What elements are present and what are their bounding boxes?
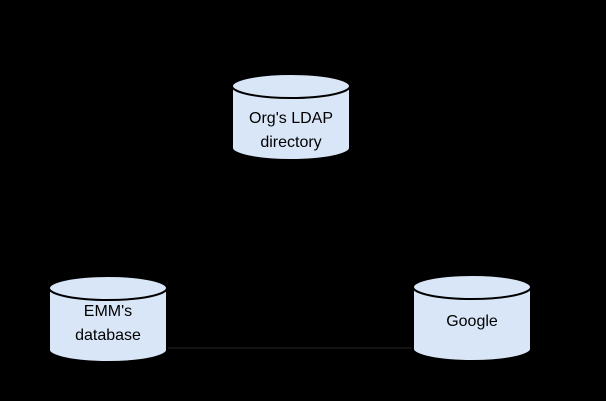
db-cylinder-google [412,274,532,362]
database-cylinder-icon [231,73,351,161]
cylinder-top [231,73,351,99]
database-cylinder-icon [412,274,532,362]
cylinder-body [412,287,532,362]
db-cylinder-ldap [231,73,351,161]
cylinder-body [231,86,351,161]
db-cylinder-emm [48,275,168,363]
emm-google-connector-line [167,347,417,349]
cylinder-body [48,288,168,363]
cylinder-top [412,274,532,300]
database-cylinder-icon [48,275,168,363]
cylinder-top [48,275,168,301]
